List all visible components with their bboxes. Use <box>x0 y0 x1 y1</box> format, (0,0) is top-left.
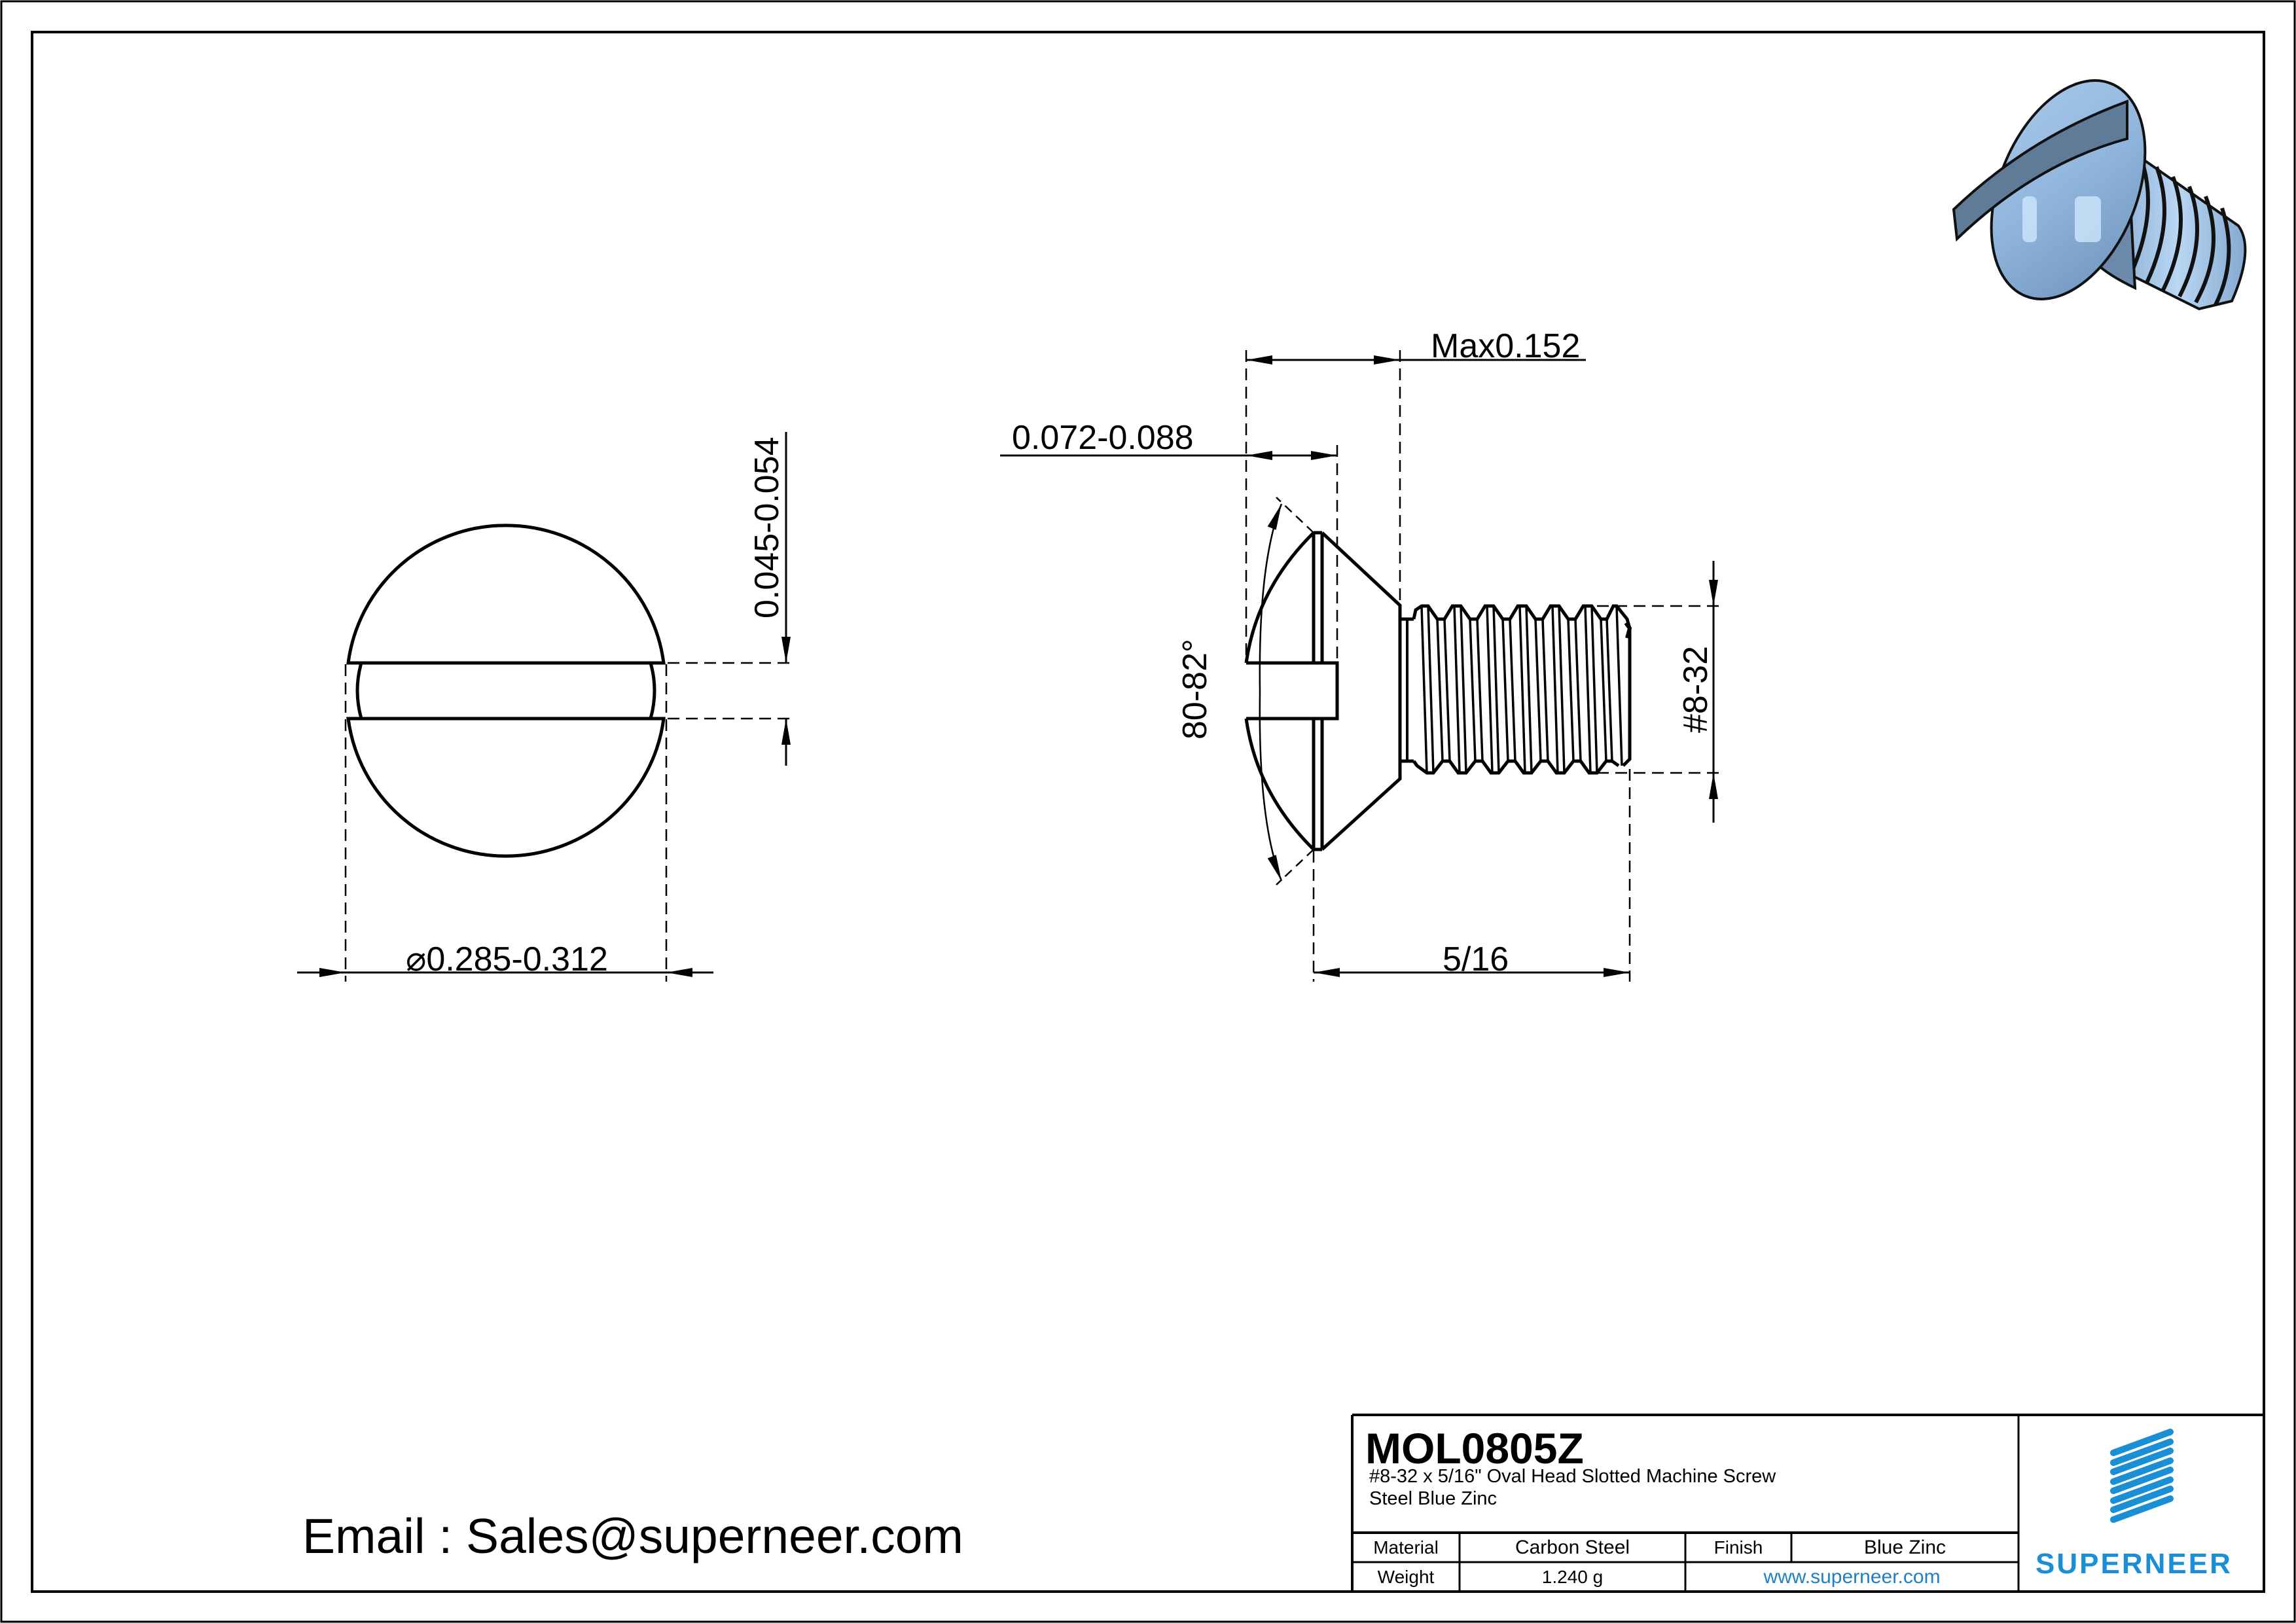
screw-3d-render <box>1952 79 2247 311</box>
title-block-frame <box>1351 1414 2264 1592</box>
side-view-dimensions <box>1000 350 1723 982</box>
part-number: MOL0805Z <box>1365 1424 1584 1472</box>
side-view <box>1244 531 1632 851</box>
front-view-dimensions <box>297 432 795 982</box>
slot-width-dimension-label: 0.045-0.054 <box>748 437 786 618</box>
website-link[interactable]: www.superneer.com <box>1763 1565 1941 1588</box>
part-description-line1: #8-32 x 5/16" Oval Head Slotted Machine … <box>1369 1466 1776 1487</box>
diameter-dimension-label: ⌀0.285-0.312 <box>406 942 608 976</box>
weight-label: Weight <box>1377 1566 1435 1587</box>
brand-name: SUPERNEER <box>2036 1548 2233 1580</box>
thread-size-dimension-label: #8-32 <box>1677 646 1715 733</box>
front-view <box>346 524 666 858</box>
slot-depth-dimension-label: 0.072-0.088 <box>1012 419 1194 457</box>
material-label: Material <box>1373 1537 1439 1558</box>
contact-email: Email : Sales@superneer.com <box>302 1508 963 1563</box>
material-value: Carbon Steel <box>1515 1536 1630 1558</box>
weight-value: 1.240 g <box>1541 1566 1604 1587</box>
superneer-logo-icon <box>2110 1429 2174 1523</box>
diameter-symbol-icon: ⌀ <box>406 940 427 978</box>
part-description-line2: Steel Blue Zinc <box>1369 1488 1498 1509</box>
head-angle-dimension-label: 80-82° <box>1176 639 1214 740</box>
length-dimension-label: 5/16 <box>1443 940 1509 978</box>
finish-value: Blue Zinc <box>1863 1536 1946 1558</box>
head-height-dimension-label: Max0.152 <box>1431 327 1581 365</box>
diameter-value: 0.285-0.312 <box>426 940 608 978</box>
finish-label: Finish <box>1713 1537 1763 1558</box>
